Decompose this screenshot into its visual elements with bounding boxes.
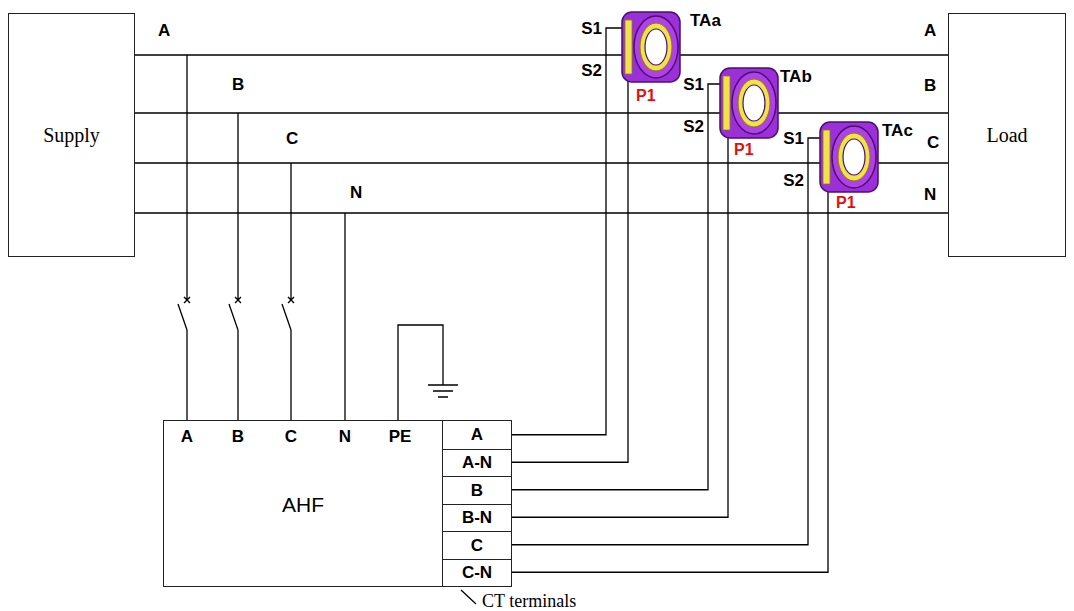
phase-label: A [924,22,936,39]
ct-primary: P1 [734,142,754,158]
current-transformer [820,122,878,192]
ct-pin: S2 [783,172,804,189]
leader-line [461,590,476,604]
phase-label: N [350,184,362,201]
ct-terminal: A [442,421,511,449]
ct-name: TAb [780,68,812,85]
ct-pin: S2 [581,62,602,79]
phase-label: B [924,77,936,94]
phase-line [135,112,948,114]
node-title: Supply [43,124,100,146]
phase-label: A [158,22,170,39]
terminal-label: C [471,537,483,554]
current-transformer [720,68,778,138]
ahf-terminal: PE [389,428,412,445]
ct-pin: S2 [683,118,704,135]
load-box: Load [948,13,1066,257]
neutral-wire [344,213,345,420]
ahf-unit: AHF A A-N B B-N C C-N [163,420,512,587]
ct-terminal: B-N [442,504,511,532]
ct-wire [512,126,728,517]
ground-symbol [428,385,458,397]
ct-primary: P1 [836,195,856,211]
ahf-terminal: N [339,428,351,445]
ct-terminal: B [442,476,511,504]
ahf-terminal: B [232,428,244,445]
terminal-label: A-N [462,454,492,471]
switch-a [178,55,190,420]
switch-b [229,113,241,420]
supply-box: Supply [8,13,135,257]
ct-name: TAc [882,122,913,139]
ct-wire [512,138,822,545]
current-transformer [622,12,680,82]
ct-wire [512,70,628,462]
ct-pin: S1 [683,76,704,93]
ct-wire [512,28,624,435]
ct-pin: S1 [581,20,602,37]
ct-primary: P1 [636,88,656,104]
ct-terminal: C-N [442,559,511,587]
phase-label: C [286,130,298,147]
ahf-terminal: A [181,428,193,445]
pe-wire [398,325,443,420]
terminal-label: A [471,426,483,443]
ct-terminal: C [442,531,511,559]
ahf-terminal: C [285,428,297,445]
phase-label: N [924,186,936,203]
terminal-label: B-N [462,509,492,526]
node-title: Load [986,124,1027,146]
phase-line [135,54,948,56]
terminal-label: C-N [462,564,492,581]
phase-line [135,212,948,214]
node-title: AHF [164,493,442,517]
note: CT terminals [482,592,576,610]
ct-pin: S1 [783,130,804,147]
ct-wire [512,84,720,490]
phase-label: C [927,134,939,151]
ct-name: TAa [690,12,721,29]
terminal-label: B [471,482,483,499]
ct-terminal: A-N [442,449,511,477]
phase-label: B [232,76,244,93]
switch-c [282,163,294,420]
ct-wire [512,180,828,572]
